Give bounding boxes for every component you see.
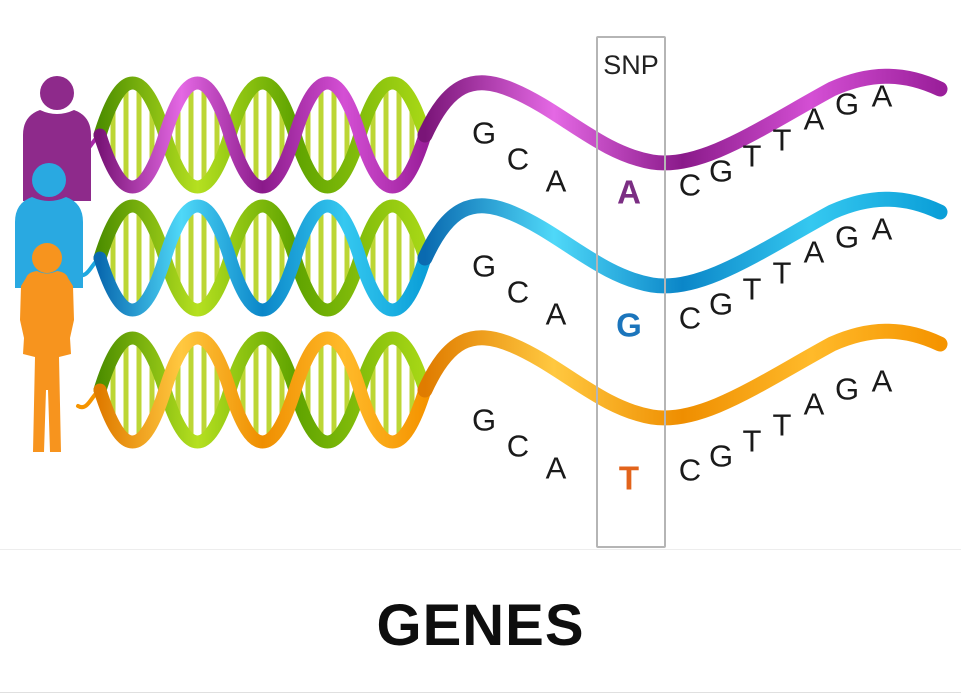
base-letter: G <box>708 438 734 474</box>
page-title: GENES <box>376 593 585 658</box>
base-letter: C <box>678 452 702 488</box>
base-letter: T <box>772 255 792 291</box>
base-letter: T <box>742 423 762 459</box>
base-letter: C <box>678 300 702 336</box>
base-letter: A <box>871 363 893 399</box>
base-letter: A <box>871 211 893 247</box>
base-letter: G <box>708 286 734 322</box>
base-letter: A <box>803 101 825 137</box>
base-letter: A <box>545 296 567 332</box>
divider <box>0 692 961 693</box>
base-letter: G <box>834 86 860 122</box>
snp-base-letter: T <box>618 459 640 497</box>
base-letter: G <box>834 371 860 407</box>
base-letter: C <box>506 141 530 177</box>
divider <box>0 549 961 550</box>
person-orange-silhouette <box>20 243 74 452</box>
snp-base-letter: G <box>616 306 642 344</box>
snp-base-letter: A <box>617 173 641 211</box>
base-letter: C <box>678 167 702 203</box>
sequence-letters: G C A A C G T T A G A G C A G C G T T A … <box>471 78 893 497</box>
snp-highlight-box: SNP <box>596 36 666 548</box>
base-letter: G <box>471 115 497 151</box>
base-letter: G <box>471 248 497 284</box>
base-letter: A <box>871 78 893 114</box>
base-letter: T <box>772 122 792 158</box>
base-letter: A <box>545 450 567 486</box>
base-letter: A <box>803 234 825 270</box>
base-letter: T <box>772 407 792 443</box>
base-letter: G <box>708 153 734 189</box>
base-letter: A <box>803 386 825 422</box>
base-letter: A <box>545 163 567 199</box>
base-letter: G <box>834 219 860 255</box>
base-letter: C <box>506 274 530 310</box>
snp-box-label: SNP <box>603 50 659 80</box>
base-letter: G <box>471 402 497 438</box>
base-letter: C <box>506 428 530 464</box>
dna-illustration <box>15 0 961 452</box>
base-letter: T <box>742 271 762 307</box>
base-letter: T <box>742 138 762 174</box>
person-orange-shape <box>20 243 74 452</box>
